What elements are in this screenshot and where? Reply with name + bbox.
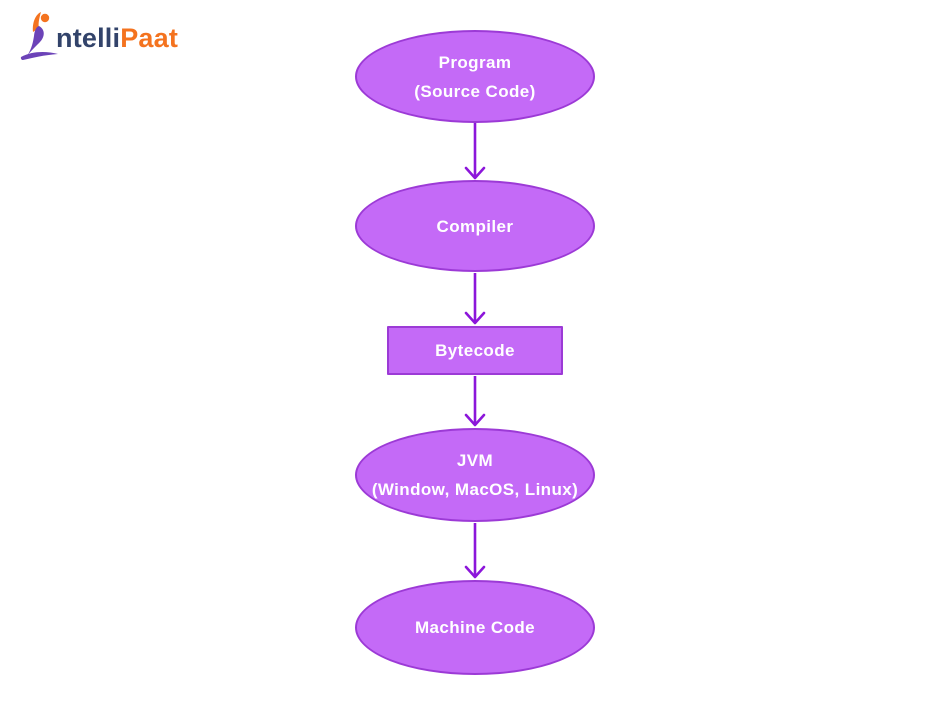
- logo-figure-icon: [20, 12, 59, 61]
- arrow-jvm-to-machine-code: [459, 523, 491, 579]
- node-label-line: Compiler: [436, 216, 514, 236]
- node-label-line: JVM: [456, 451, 494, 470]
- arrow-bytecode-to-jvm: [459, 376, 491, 427]
- intellipaat-logo: ntelliPaat: [20, 10, 178, 62]
- arrow-compiler-to-bytecode: [459, 273, 491, 325]
- node-label-line: Bytecode: [435, 341, 515, 360]
- node-jvm: JVM (Window, MacOS, Linux): [355, 428, 595, 522]
- logo-text-suffix: Paat: [120, 23, 179, 53]
- logo-text-prefix: ntelli: [56, 23, 121, 53]
- node-label-line: (Source Code): [414, 81, 536, 101]
- node-compiler: Compiler: [355, 180, 595, 272]
- logo-wordmark: ntelliPaat: [56, 25, 178, 62]
- node-program-source-code: Program (Source Code): [355, 30, 595, 123]
- node-label-line: (Window, MacOS, Linux): [371, 480, 579, 499]
- node-bytecode: Bytecode: [387, 326, 563, 375]
- node-label-line: Machine Code: [414, 618, 536, 637]
- node-machine-code: Machine Code: [355, 580, 595, 675]
- node-label-line: Program: [438, 52, 512, 72]
- arrow-program-to-compiler: [459, 123, 491, 180]
